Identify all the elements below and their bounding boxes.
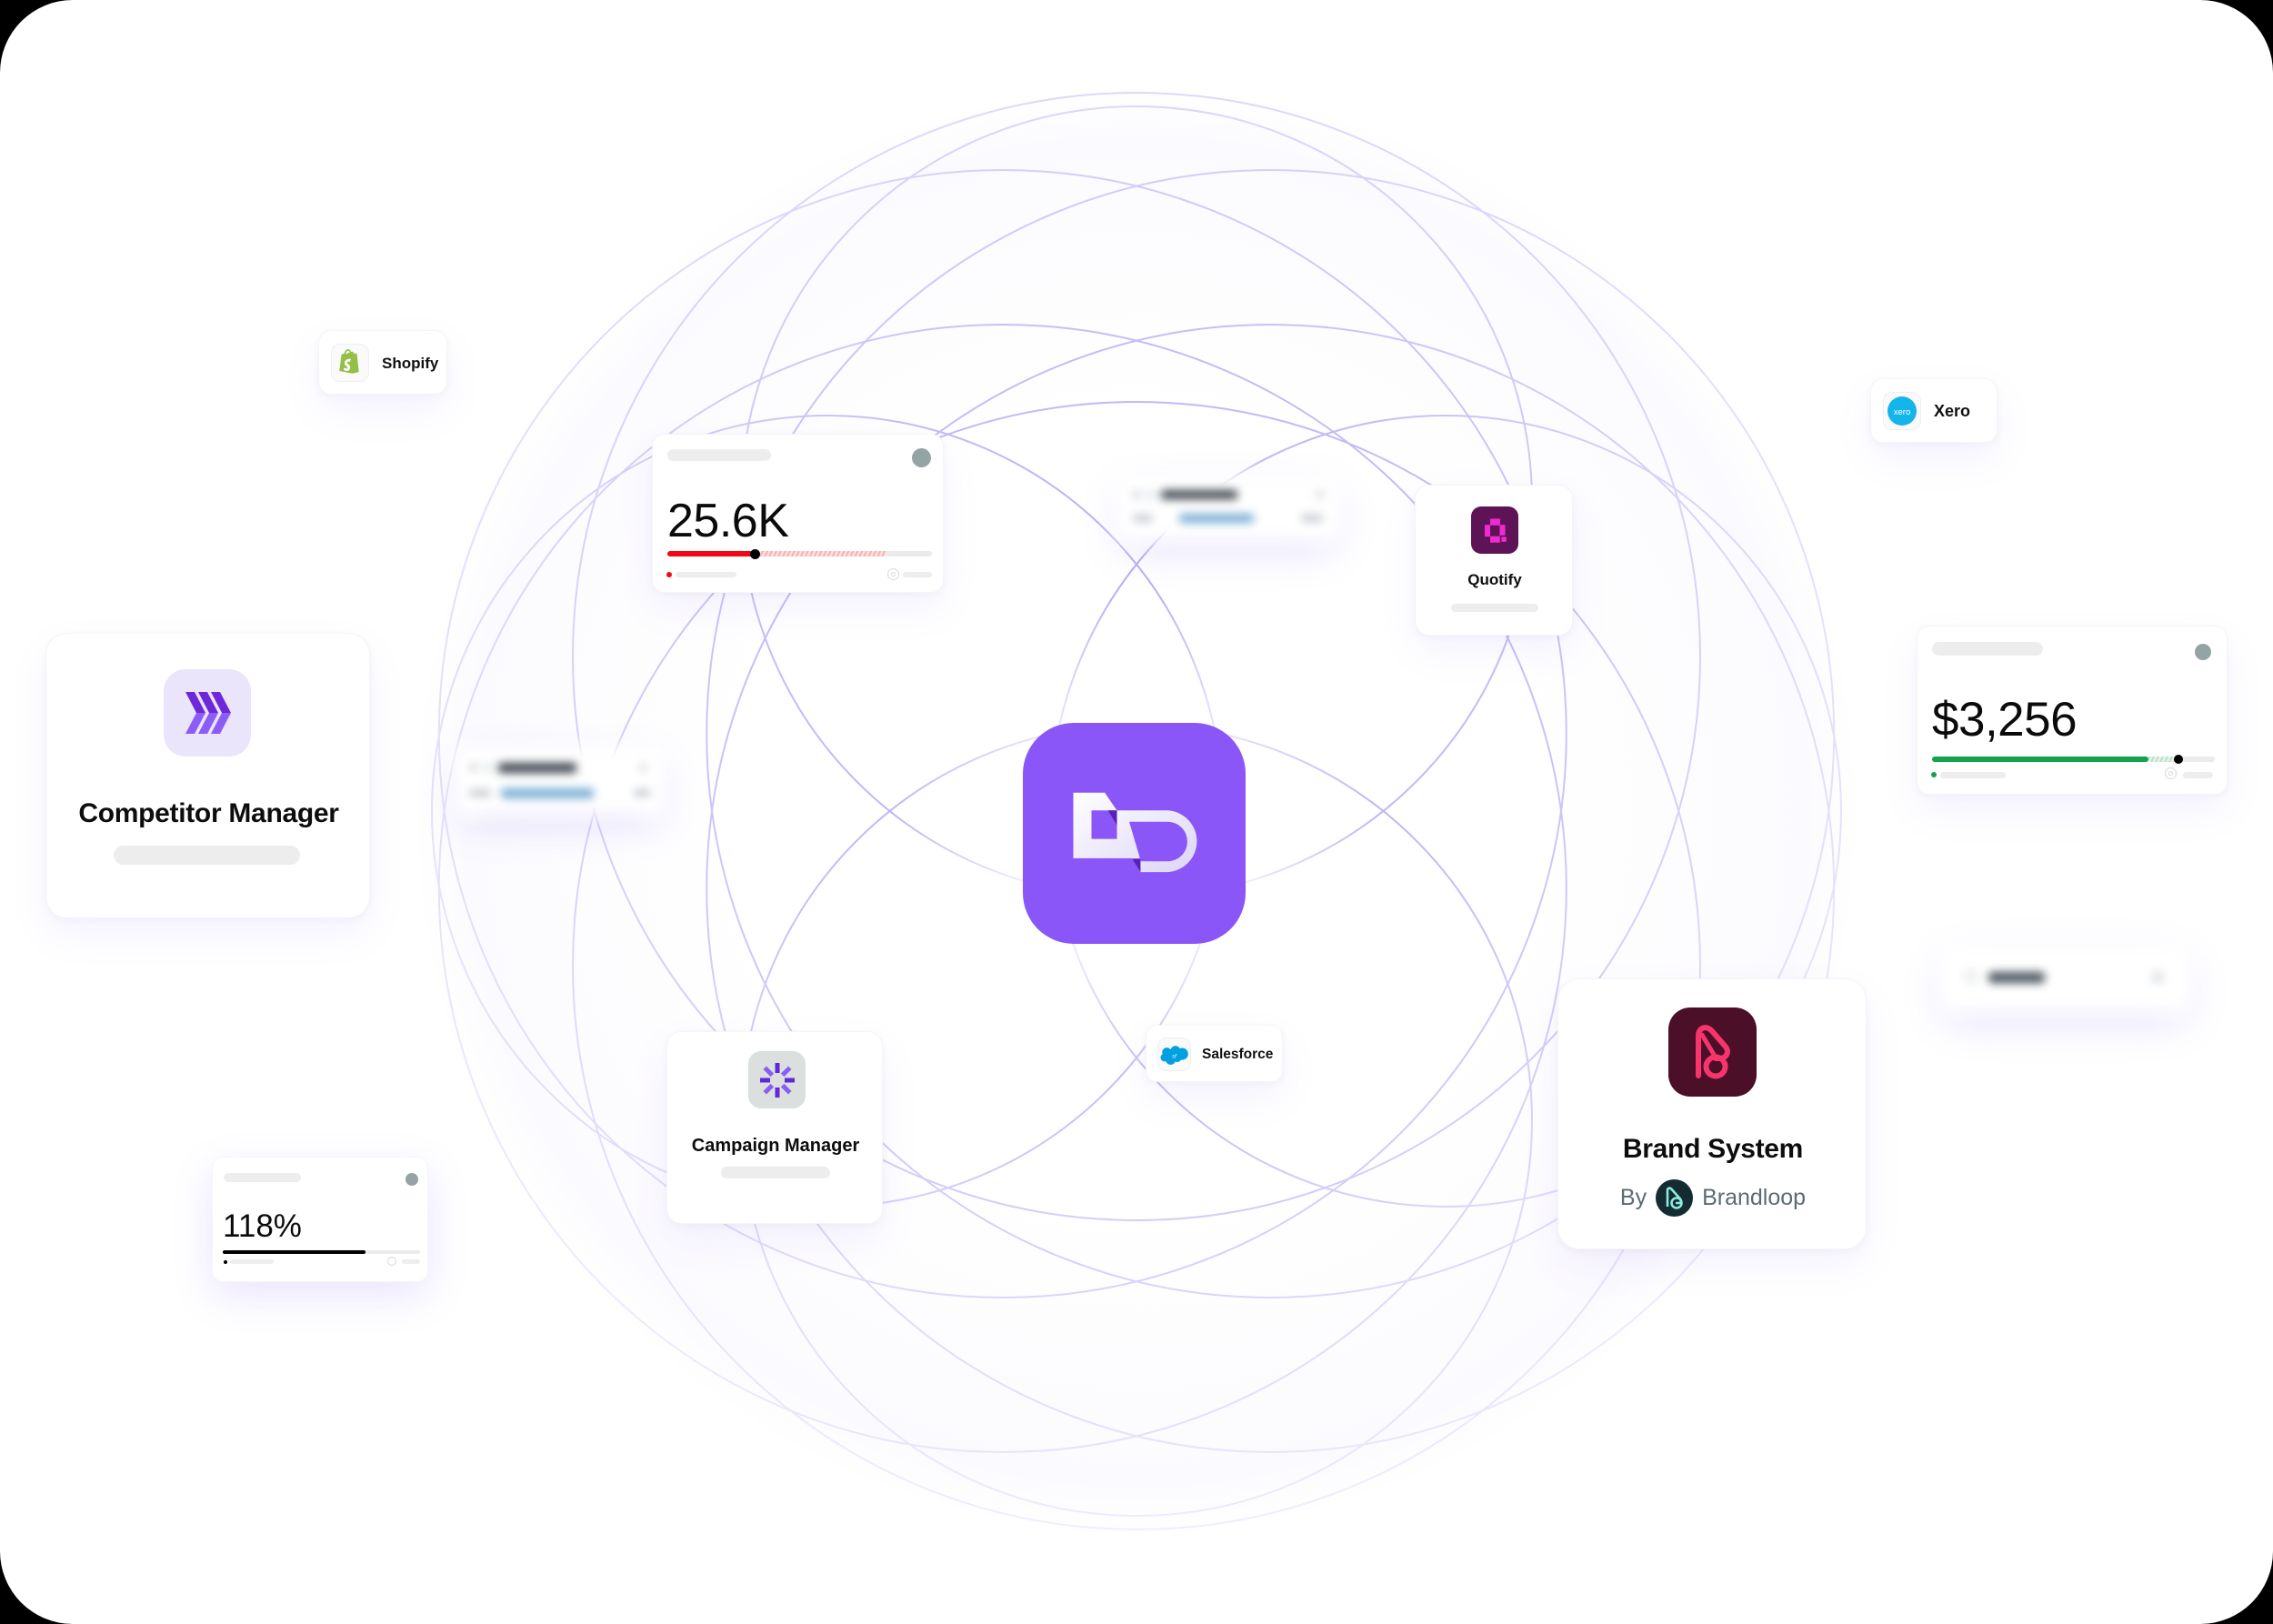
svg-text:xero: xero <box>1894 407 1910 417</box>
svg-text:sf: sf <box>1172 1054 1177 1059</box>
